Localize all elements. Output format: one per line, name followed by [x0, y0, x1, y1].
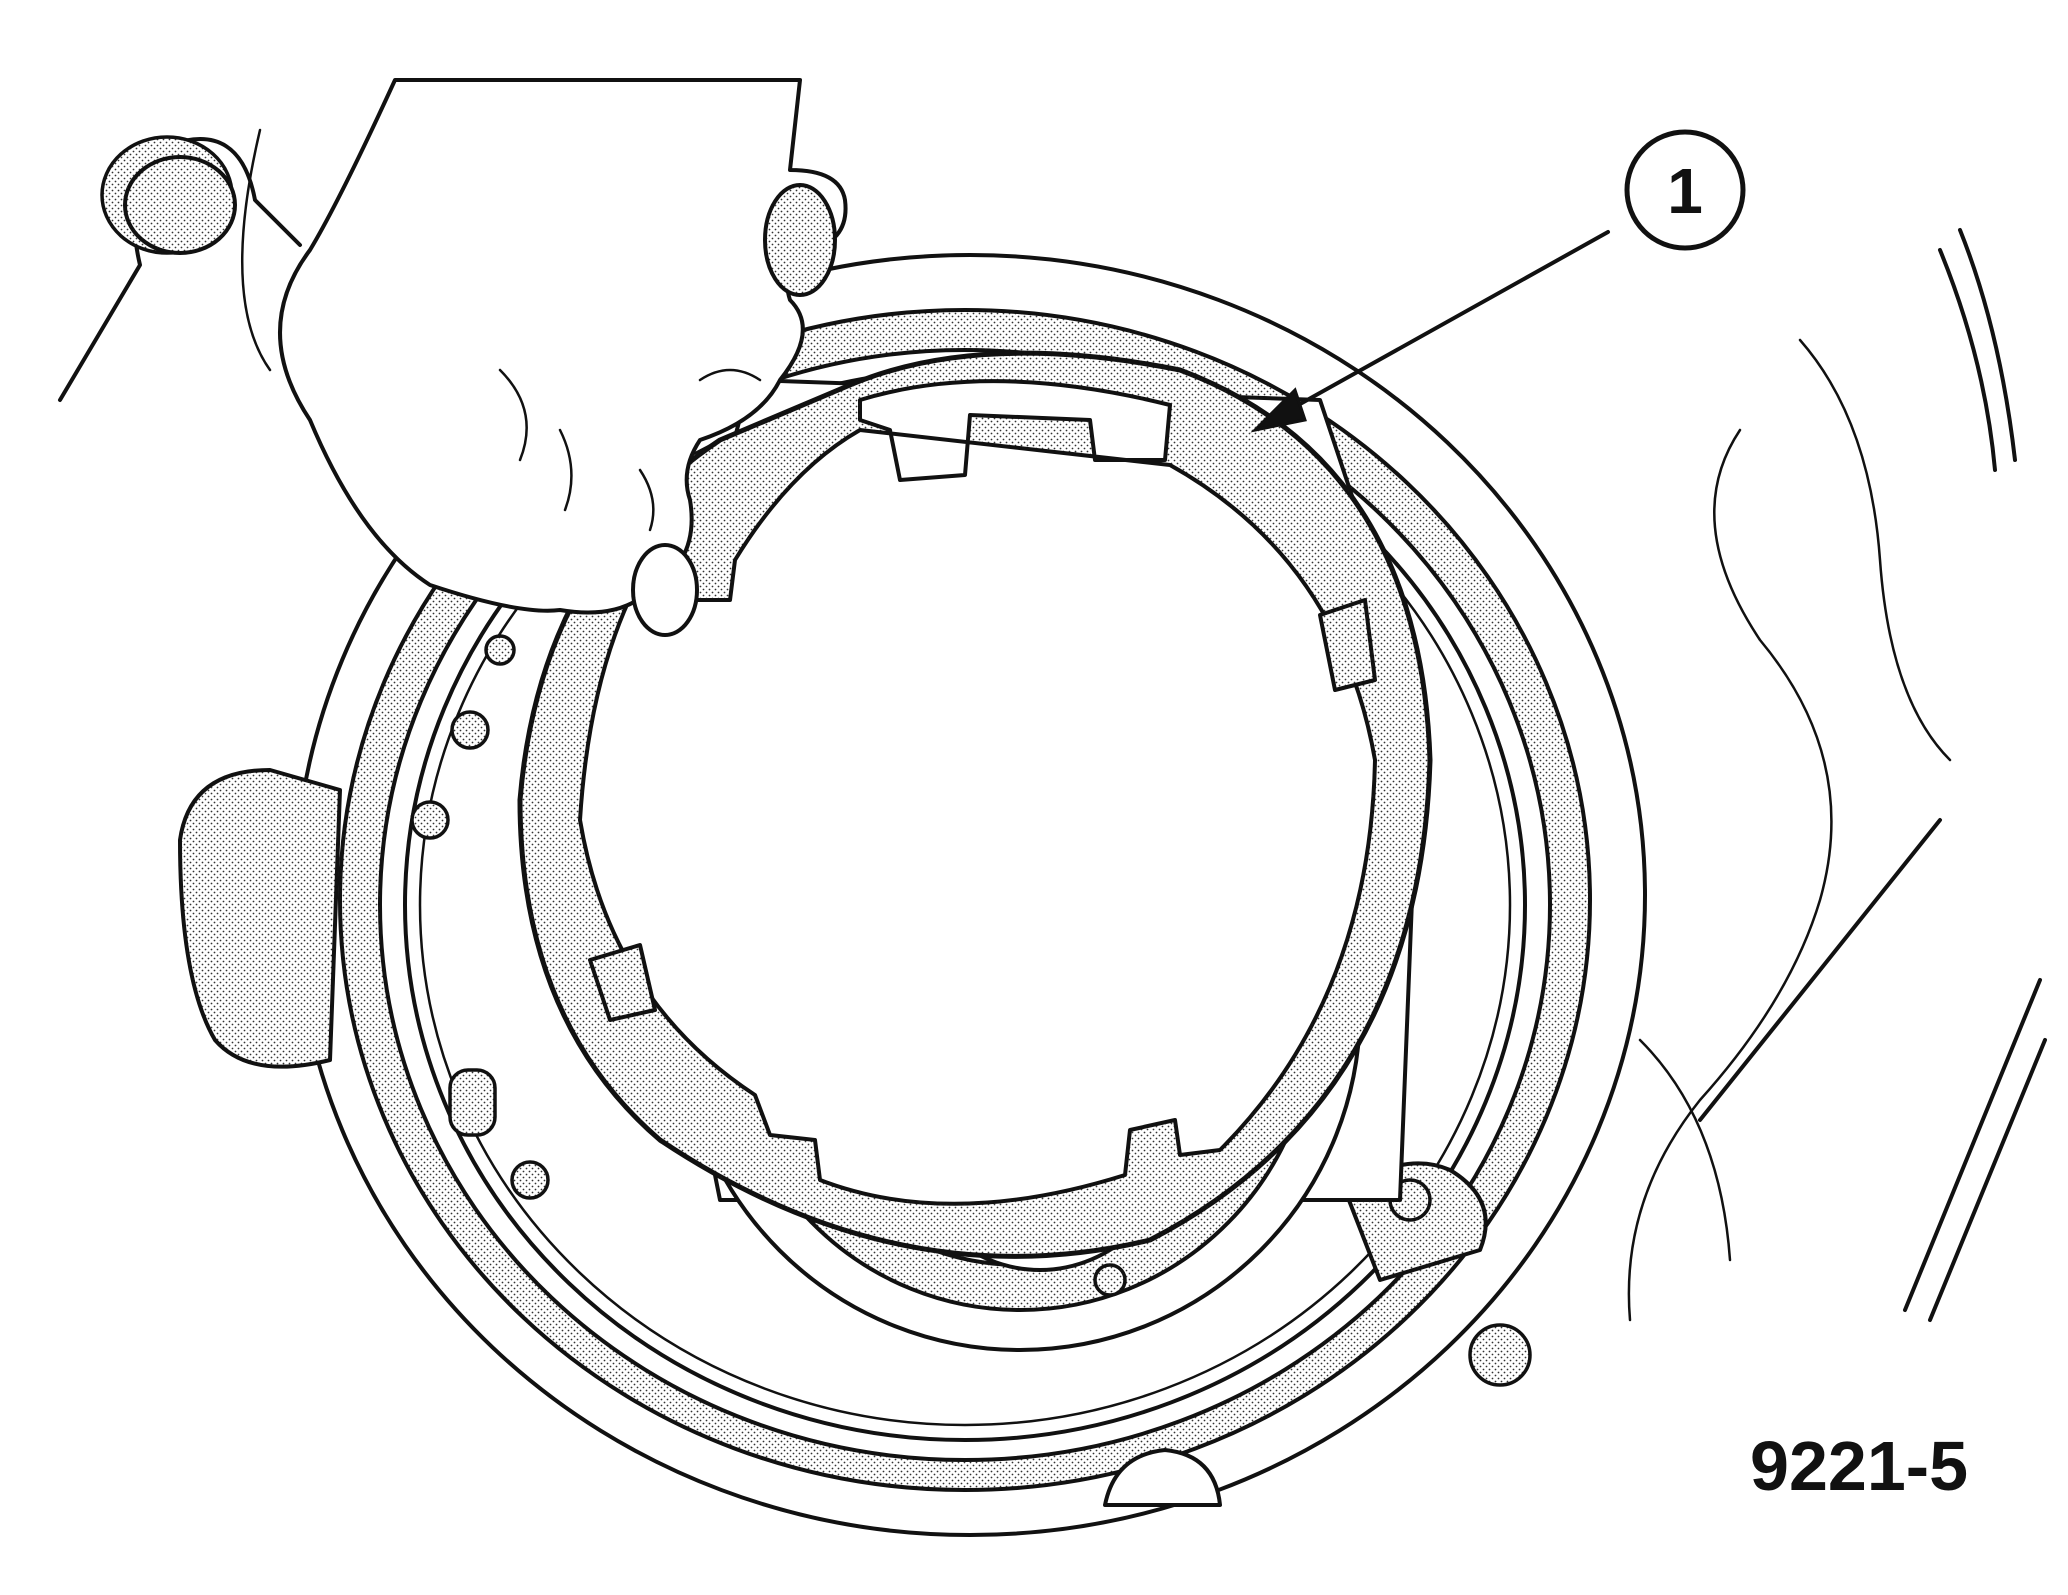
- housing-contour-lines: [1627, 228, 2047, 1322]
- snap-ring: [517, 350, 1433, 1259]
- technician-hand: [240, 78, 848, 637]
- bolt-boss-upper-left: [58, 135, 302, 402]
- callout-number: 1: [1667, 155, 1703, 227]
- callout-leader-arrow: [1250, 230, 1610, 433]
- callout-1: 1: [1624, 129, 1746, 251]
- figure-id-label: 9221-5: [1750, 1427, 1968, 1505]
- callout-circle: [1624, 129, 1746, 251]
